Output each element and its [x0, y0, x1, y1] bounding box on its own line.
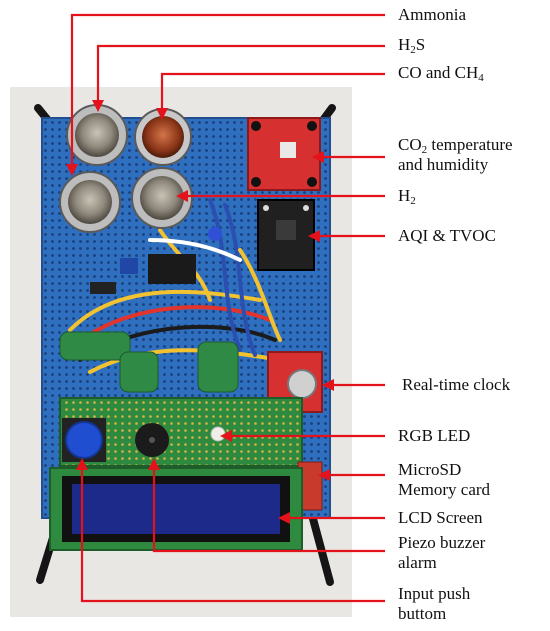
label-co-ch4-sub: 4: [478, 72, 484, 84]
label-h2s-pre: H: [398, 35, 411, 54]
label-rgb-text: RGB LED: [398, 426, 471, 445]
potentiometer: [120, 258, 138, 274]
label-rgb: RGB LED: [398, 426, 470, 446]
label-h2-pre: H: [398, 186, 411, 205]
label-lcd-text: LCD Screen: [398, 508, 483, 527]
header-pins: [90, 282, 116, 294]
sensor-h2s: [59, 171, 121, 233]
label-push-line1: Input push: [398, 584, 471, 603]
label-push-line2: buttom: [398, 604, 447, 623]
label-h2s-sub: 2: [410, 44, 416, 56]
label-co2-pre: CO: [398, 135, 422, 154]
label-push: Input push buttom: [398, 584, 470, 624]
label-piezo-line2: alarm: [398, 553, 437, 572]
annotation-arrows: [70, 13, 385, 603]
label-co2-line2: and humidity: [398, 155, 489, 174]
label-microsd: MicroSD Memory card: [398, 460, 490, 500]
lcd-screen: [49, 467, 303, 551]
label-co2: CO2 temperature and humidity: [398, 135, 513, 175]
label-co2-sub: 2: [421, 144, 428, 156]
label-h2s-post: S: [415, 35, 426, 54]
label-aqi: AQI & TVOC: [398, 226, 496, 246]
blue-led: [208, 227, 222, 241]
label-aqi-text: AQI & TVOC: [398, 226, 496, 245]
label-co2-post: temperature: [427, 135, 513, 154]
sensor-ammonia-top: [66, 104, 128, 166]
label-ammonia: Ammonia: [398, 5, 466, 25]
rgb-led: [210, 426, 226, 442]
label-rtc: Real-time clock: [402, 375, 510, 395]
label-piezo: Piezo buzzer alarm: [398, 533, 485, 573]
piezo-buzzer: [135, 423, 169, 457]
label-co-ch4: CO and CH4: [398, 63, 484, 84]
label-microsd-line1: MicroSD: [398, 460, 462, 479]
heatshrink: [59, 331, 239, 393]
label-microsd-line2: Memory card: [398, 480, 491, 499]
label-co-ch4-pre: CO and CH: [398, 63, 479, 82]
co2-board: [247, 117, 321, 191]
label-lcd: LCD Screen: [398, 508, 483, 528]
push-button: [62, 418, 106, 462]
sensor-co-ch4: [134, 108, 192, 166]
aqi-board: [257, 199, 315, 271]
label-h2-sub: 2: [410, 195, 416, 207]
relay-module: [148, 254, 196, 284]
rtc-module: [267, 351, 323, 413]
label-piezo-line1: Piezo buzzer: [398, 533, 486, 552]
arrow-heads: [66, 100, 334, 524]
label-ammonia-text: Ammonia: [398, 5, 466, 24]
label-h2s: H2S: [398, 35, 426, 56]
sensor-h2: [131, 167, 193, 229]
label-rtc-text: Real-time clock: [402, 375, 511, 394]
label-h2: H2: [398, 186, 416, 207]
